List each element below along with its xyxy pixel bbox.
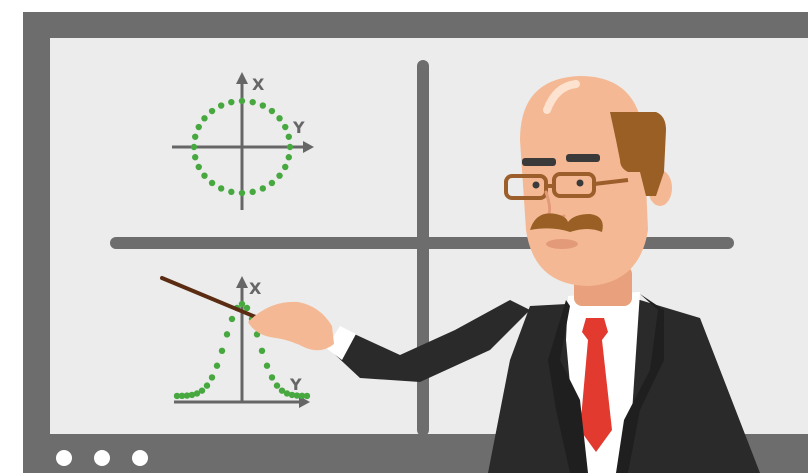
- circle-dot: [238, 97, 246, 105]
- pointer-stick: [160, 276, 260, 320]
- bell-dot: [173, 392, 181, 400]
- top-graph-y-arrow: [236, 72, 248, 84]
- bell-dot: [303, 392, 311, 400]
- bell-dot: [198, 387, 206, 394]
- bell-dot: [258, 347, 266, 355]
- bottom-graph: X Y: [173, 276, 311, 408]
- bell-dot: [268, 374, 276, 381]
- top-graph-y-label: Y: [292, 118, 305, 137]
- left-eye: [532, 181, 540, 189]
- left-lapel: [548, 300, 588, 473]
- bottom-graph-y-arrow: [236, 276, 248, 288]
- circle-dot: [286, 143, 294, 151]
- side-hair: [610, 112, 666, 196]
- bell-dot: [283, 390, 291, 397]
- circle-dot: [192, 154, 199, 161]
- circle-dot: [208, 107, 216, 115]
- circle-dot: [217, 185, 225, 192]
- bottom-graph-x-label: X: [249, 279, 262, 298]
- circle-dot: [201, 172, 208, 179]
- bell-dot: [228, 315, 236, 323]
- circle-dot: [259, 185, 267, 192]
- bell-dot: [183, 392, 191, 399]
- right-eyebrow: [566, 154, 600, 162]
- hand: [248, 301, 334, 351]
- circle-dot: [268, 179, 276, 187]
- left-eyebrow: [522, 158, 556, 166]
- bell-dot: [188, 391, 196, 399]
- control-dot-1[interactable]: [56, 450, 72, 466]
- circle-dot: [282, 163, 289, 171]
- circle-dot: [259, 102, 267, 109]
- mouth: [546, 239, 578, 249]
- bell-dot: [263, 362, 271, 369]
- bell-dot: [273, 382, 281, 389]
- bell-dot: [223, 331, 231, 338]
- bell-dot: [298, 392, 306, 400]
- circle-dot: [192, 133, 199, 140]
- shirt-cuff: [326, 326, 356, 360]
- circle-dot: [268, 107, 276, 115]
- circle-dot: [285, 154, 292, 161]
- circle-dot: [190, 143, 198, 151]
- glasses: [504, 172, 629, 200]
- circle-dot: [228, 98, 235, 106]
- circle-dot: [276, 115, 283, 122]
- bell-dot: [218, 347, 226, 355]
- top-graph-circle-dots: [190, 97, 294, 197]
- bell-dot: [208, 374, 216, 381]
- mustache: [530, 213, 603, 232]
- bottom-controls: [56, 450, 148, 466]
- bell-dot: [278, 387, 286, 394]
- teacher: [248, 76, 760, 473]
- bottom-graph-y-label: Y: [289, 375, 302, 394]
- head-shine: [543, 80, 580, 114]
- circle-dot: [217, 102, 225, 109]
- bell-dot: [238, 300, 246, 308]
- circle-dot: [249, 188, 256, 196]
- bell-dot: [178, 392, 186, 400]
- circle-dot: [228, 188, 235, 196]
- bell-dot: [293, 392, 301, 399]
- right-lapel: [616, 294, 664, 473]
- bell-dot: [243, 304, 251, 312]
- circle-dot: [276, 172, 283, 179]
- top-graph-x-arrow: [303, 141, 314, 153]
- tie: [580, 318, 612, 452]
- bell-dot: [203, 382, 211, 389]
- circle-dot: [195, 163, 202, 171]
- bell-dot: [213, 362, 221, 369]
- top-graph-x-label: X: [252, 75, 265, 94]
- head: [520, 76, 648, 286]
- control-dot-3[interactable]: [132, 450, 148, 466]
- right-eye: [576, 179, 584, 187]
- control-dot-2[interactable]: [94, 450, 110, 466]
- circle-dot: [208, 179, 216, 187]
- circle-dot: [249, 98, 256, 106]
- suit-arm: [330, 300, 530, 382]
- circle-dot: [282, 123, 289, 131]
- bell-dot: [193, 390, 201, 397]
- circle-dot: [195, 123, 202, 131]
- bell-dot: [288, 391, 296, 399]
- bottom-graph-bell-dots: [173, 300, 311, 400]
- top-graph: X Y: [172, 72, 314, 210]
- circle-dot: [201, 115, 208, 122]
- circle-dot: [238, 189, 246, 197]
- circle-dot: [285, 133, 292, 140]
